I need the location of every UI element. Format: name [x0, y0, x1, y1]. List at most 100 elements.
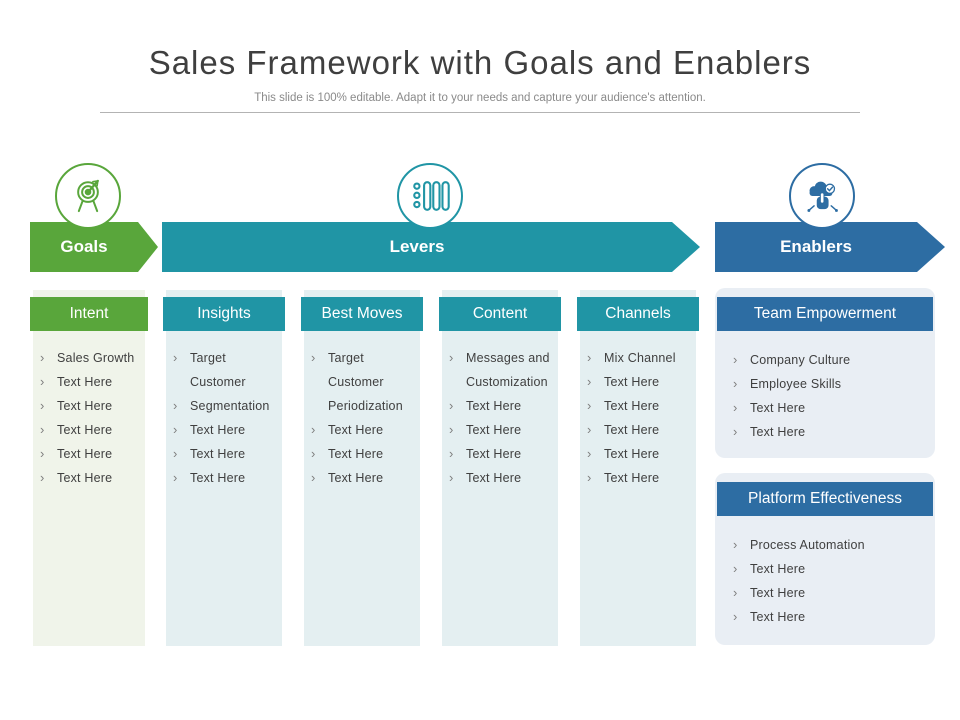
list-item: ›Sales Growth [38, 346, 145, 370]
column-best-moves-body [304, 290, 420, 646]
banner-levers-label: Levers [389, 237, 445, 256]
chevron-bullet-icon: › [449, 350, 454, 365]
chevron-bullet-icon: › [40, 470, 45, 485]
list-item: ›Text Here [38, 394, 145, 418]
list-item: ›Text Here [585, 466, 696, 490]
chevron-bullet-icon: › [173, 470, 178, 485]
chevron-bullet-icon: › [587, 398, 592, 413]
column-intent-list: ›Sales Growth ›Text Here ›Text Here ›Tex… [38, 346, 145, 490]
enablers-icon-badge [789, 163, 855, 229]
column-best-moves-header: Best Moves [301, 297, 423, 331]
chevron-bullet-icon: › [40, 350, 45, 365]
column-insights-list: ›Target Customer ›Segmentation ›Text Her… [171, 346, 282, 490]
chevron-bullet-icon: › [173, 350, 178, 365]
panel-platform-effectiveness-header: Platform Effectiveness [717, 482, 933, 516]
list-item: ›Text Here [585, 418, 696, 442]
chevron-bullet-icon: › [733, 609, 738, 624]
list-item: ›Text Here [171, 442, 282, 466]
chevron-bullet-icon: › [311, 350, 316, 365]
chevron-bullet-icon: › [173, 398, 178, 413]
list-item: ›Text Here [731, 581, 927, 605]
chevron-bullet-icon: › [40, 446, 45, 461]
chevron-bullet-icon: › [733, 585, 738, 600]
chevron-bullet-icon: › [311, 470, 316, 485]
list-item: ›Segmentation [171, 394, 282, 418]
column-insights-body [166, 290, 282, 646]
list-item: ›Text Here [731, 420, 927, 444]
page-subtitle: This slide is 100% editable. Adapt it to… [254, 92, 706, 104]
column-channels-header: Channels [577, 297, 699, 331]
list-item: ›Text Here [447, 466, 558, 490]
chevron-bullet-icon: › [311, 422, 316, 437]
column-insights: Insights ›Target Customer ›Segmentation … [163, 290, 285, 646]
column-best-moves: Best Moves ›Target Customer Periodizatio… [301, 290, 423, 646]
list-item: ›Text Here [309, 418, 420, 442]
checklist-icon [413, 181, 450, 211]
column-intent-header: Intent [30, 297, 148, 331]
chevron-bullet-icon: › [173, 422, 178, 437]
chevron-bullet-icon: › [40, 398, 45, 413]
list-item: ›Text Here [447, 418, 558, 442]
list-item: ›Text Here [731, 557, 927, 581]
list-item: ›Text Here [38, 466, 145, 490]
banner-enablers-label: Enablers [780, 237, 852, 256]
banner-goals: Goals [30, 222, 158, 272]
column-content-body [442, 290, 558, 646]
list-item: ›Messages and Customization [447, 346, 558, 394]
chevron-bullet-icon: › [587, 374, 592, 389]
list-item: ›Text Here [585, 394, 696, 418]
list-item: ›Mix Channel [585, 346, 696, 370]
list-item: ›Text Here [731, 396, 927, 420]
column-content-list: ›Messages and Customization ›Text Here ›… [447, 346, 558, 490]
list-item: ›Text Here [585, 370, 696, 394]
chevron-bullet-icon: › [40, 374, 45, 389]
panel-team-empowerment: Team Empowerment ›Company Culture ›Emplo… [715, 288, 935, 458]
banner-goals-label: Goals [60, 237, 108, 256]
panel-team-empowerment-header: Team Empowerment [717, 297, 933, 331]
list-item: ›Text Here [38, 418, 145, 442]
column-channels-list: ›Mix Channel ›Text Here ›Text Here ›Text… [585, 346, 696, 490]
column-insights-header: Insights [163, 297, 285, 331]
column-content-header: Content [439, 297, 561, 331]
goals-icon-badge [55, 163, 121, 229]
chevron-bullet-icon: › [449, 398, 454, 413]
list-item: ›Company Culture [731, 348, 927, 372]
list-item: ›Text Here [38, 442, 145, 466]
list-item: ›Target Customer [171, 346, 282, 394]
list-item: ›Text Here [585, 442, 696, 466]
chevron-bullet-icon: › [587, 422, 592, 437]
list-item: ›Text Here [171, 418, 282, 442]
chevron-bullet-icon: › [733, 400, 738, 415]
column-content: Content ›Messages and Customization ›Tex… [439, 290, 561, 646]
list-item: ›Text Here [447, 442, 558, 466]
page-title: Sales Framework with Goals and Enablers [148, 44, 812, 81]
chevron-bullet-icon: › [733, 424, 738, 439]
column-best-moves-list: ›Target Customer Periodization ›Text Her… [309, 346, 420, 490]
header-divider [100, 112, 860, 113]
chevron-bullet-icon: › [173, 446, 178, 461]
panel-team-empowerment-list: ›Company Culture ›Employee Skills ›Text … [731, 348, 927, 444]
list-item: ›Text Here [309, 442, 420, 466]
chevron-bullet-icon: › [449, 422, 454, 437]
chevron-bullet-icon: › [311, 446, 316, 461]
panel-platform-effectiveness: Platform Effectiveness ›Process Automati… [715, 473, 935, 645]
chevron-bullet-icon: › [587, 470, 592, 485]
list-item: ›Text Here [171, 466, 282, 490]
list-item: ›Text Here [447, 394, 558, 418]
column-intent-body [33, 290, 145, 646]
cloud-hand-icon [807, 181, 838, 212]
list-item: ›Process Automation [731, 533, 927, 557]
target-icon [77, 179, 99, 213]
list-item: ›Text Here [309, 466, 420, 490]
chevron-bullet-icon: › [449, 446, 454, 461]
chevron-bullet-icon: › [733, 561, 738, 576]
chevron-bullet-icon: › [587, 446, 592, 461]
list-item: ›Text Here [38, 370, 145, 394]
chevron-bullet-icon: › [40, 422, 45, 437]
list-item: ›Target Customer Periodization [309, 346, 420, 418]
banner-levers: Levers [162, 222, 700, 272]
column-channels: Channels ›Mix Channel ›Text Here ›Text H… [577, 290, 699, 646]
chevron-bullet-icon: › [733, 376, 738, 391]
list-item: ›Employee Skills [731, 372, 927, 396]
